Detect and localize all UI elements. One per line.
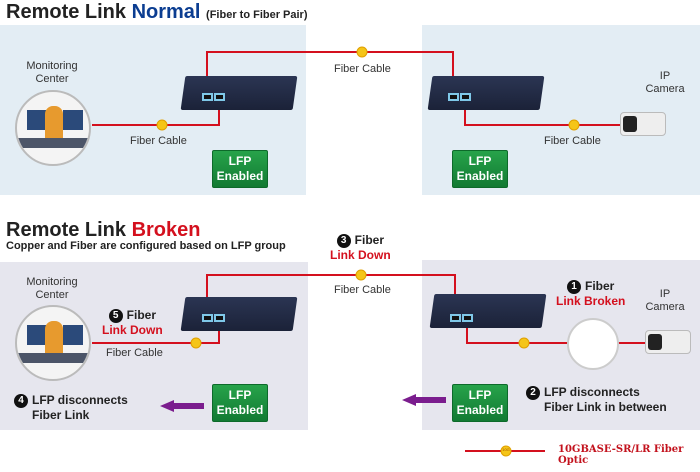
label-line: IP xyxy=(659,70,671,82)
title-status: Broken xyxy=(131,219,201,241)
lfp-line: Enabled xyxy=(456,169,504,183)
monitoring-center-icon xyxy=(15,305,91,381)
step-2-note: 2 LFP disconnects Fiber Link in between xyxy=(526,385,667,415)
fiber-port-icon xyxy=(460,93,471,101)
legend-label: 10GBASE-SR/LR Fiber Optic xyxy=(558,444,684,466)
lfp-line: LFP xyxy=(468,388,492,402)
title-prefix: Remote Link xyxy=(6,1,132,23)
lfp-line: Enabled xyxy=(216,403,264,417)
broken-title: Remote Link Broken xyxy=(6,219,200,242)
lfp-line: LFP xyxy=(228,388,252,402)
fiber-cable-label: Fiber Cable xyxy=(334,284,391,296)
title-prefix: Remote Link xyxy=(6,219,132,241)
lfp-line: Enabled xyxy=(456,403,504,417)
media-converter-icon[interactable] xyxy=(429,294,547,328)
label-line: IP xyxy=(659,288,671,300)
step-line: Fiber Link xyxy=(32,408,90,422)
fiber-connector-icon xyxy=(190,337,202,349)
fiber-port-icon xyxy=(214,314,225,322)
step-line: Link Down xyxy=(330,248,391,262)
fiber-port-icon xyxy=(450,314,461,322)
step-number: 4 xyxy=(14,394,28,408)
title-note: (Fiber to Fiber Pair) xyxy=(206,9,308,21)
fiber-cable-label: Fiber Cable xyxy=(544,135,601,147)
step-line: Fiber xyxy=(585,279,615,293)
fiber-connector-icon xyxy=(518,337,530,349)
monitoring-center-icon xyxy=(15,90,91,166)
step-number: 5 xyxy=(108,309,123,323)
step-number: 1 xyxy=(567,280,581,294)
step-line: Link Down xyxy=(102,323,163,337)
media-converter-icon[interactable] xyxy=(180,297,298,331)
fiber-connector-icon xyxy=(500,445,512,457)
label-line: Camera xyxy=(645,83,685,95)
title-status: Normal xyxy=(131,1,201,23)
fiber-port-icon xyxy=(462,314,473,322)
fiber-connector-icon xyxy=(156,119,168,131)
fiber-port-icon xyxy=(448,93,459,101)
step-line: LFP disconnects xyxy=(32,393,128,407)
label-line: Camera xyxy=(645,301,685,313)
step-number: 3 xyxy=(336,234,351,248)
ip-camera-icon xyxy=(645,330,691,354)
label-line: Center xyxy=(35,73,69,85)
fiber-connector-icon xyxy=(355,269,367,281)
fiber-cable-label: Fiber Cable xyxy=(334,63,391,75)
media-converter-icon[interactable] xyxy=(427,76,545,110)
fiber-port-icon xyxy=(202,93,213,101)
legend-badge: 10G xyxy=(502,447,510,452)
lfp-line: Enabled xyxy=(216,169,264,183)
label-line: Monitoring xyxy=(26,276,78,288)
step-line: Fiber xyxy=(354,233,384,247)
label-line: Monitoring xyxy=(26,60,78,72)
ip-camera-icon xyxy=(620,112,666,136)
normal-middle-cable xyxy=(206,51,454,97)
fiber-port-icon xyxy=(214,93,225,101)
fiber-cable-label: Fiber Cable xyxy=(106,347,163,359)
left-arrow-icon xyxy=(402,394,446,406)
fiber-connector-icon xyxy=(356,46,368,58)
step-number: 2 xyxy=(526,386,540,400)
media-converter-icon[interactable] xyxy=(180,76,298,110)
fiber-connector-icon xyxy=(568,119,580,131)
broken-subtitle: Copper and Fiber are configured based on… xyxy=(6,240,286,252)
fiber-cable-label: Fiber Cable xyxy=(130,135,187,147)
step-1-note: 1 Fiber Link Broken xyxy=(556,279,625,309)
broken-link-icon xyxy=(567,318,619,370)
step-line: Fiber xyxy=(126,308,156,322)
normal-title: Remote Link Normal (Fiber to Fiber Pair) xyxy=(6,1,308,24)
step-line: Link Broken xyxy=(556,294,626,308)
fiber-port-icon xyxy=(202,314,213,322)
step-line: LFP disconnects xyxy=(544,385,640,399)
step-4-note: 4 LFP disconnects Fiber Link xyxy=(14,393,128,423)
lfp-line: LFP xyxy=(228,154,252,168)
step-line: Fiber Link in between xyxy=(544,400,667,414)
label-line: Center xyxy=(35,289,69,301)
left-arrow-icon xyxy=(160,400,204,412)
lfp-line: LFP xyxy=(468,154,492,168)
